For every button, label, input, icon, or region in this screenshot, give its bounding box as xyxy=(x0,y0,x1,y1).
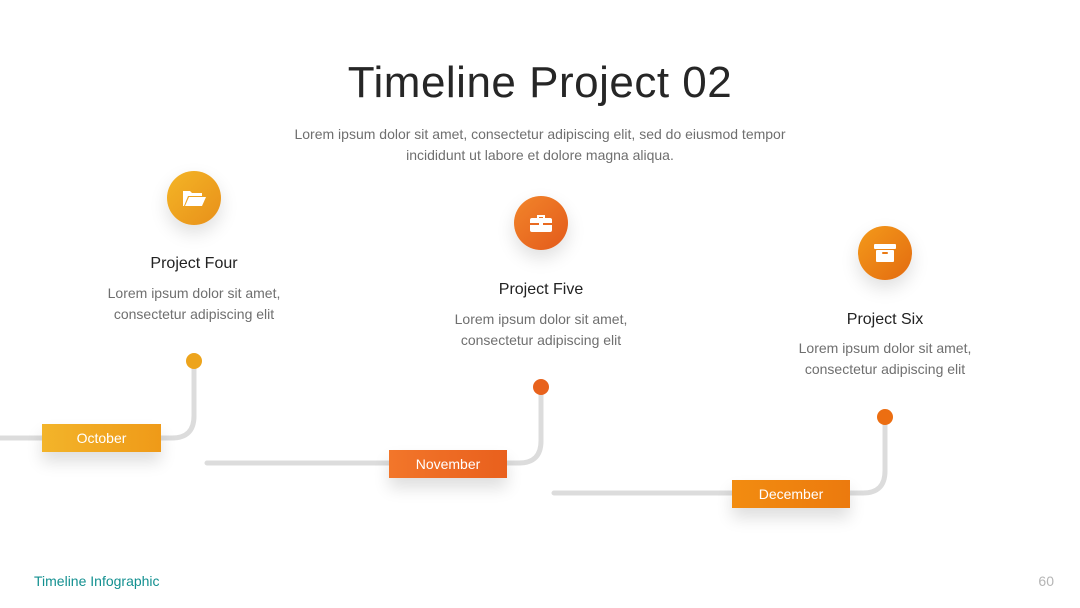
slide-title: Timeline Project 02 xyxy=(347,58,733,107)
footer-label: Timeline Infographic xyxy=(34,573,160,589)
project-five-title: Project Five xyxy=(498,281,584,298)
project-six-icon-circle xyxy=(858,226,912,280)
track-segment-december xyxy=(551,415,888,496)
project-four-description: Lorem ipsum dolor sit amet, consectetur … xyxy=(107,285,281,322)
project-six-description: Lorem ipsum dolor sit amet, consectetur … xyxy=(798,340,972,377)
month-label-october: October xyxy=(42,424,161,452)
project-six-title: Project Six xyxy=(846,311,924,328)
month-label-december: December xyxy=(732,480,850,508)
project-four-marker-dot xyxy=(186,353,202,369)
project-five-description: Lorem ipsum dolor sit amet, consectetur … xyxy=(454,311,628,348)
page-number: 60 xyxy=(1038,573,1054,589)
track-segment-october xyxy=(0,359,197,441)
project-six-marker-dot xyxy=(877,409,893,425)
slide-subtitle: Lorem ipsum dolor sit amet, consectetur … xyxy=(294,126,786,163)
folder-open-icon xyxy=(183,191,206,206)
archive-box-icon xyxy=(874,244,896,262)
project-four-icon-circle xyxy=(167,171,221,225)
track-segment-november xyxy=(204,385,544,466)
project-four-title: Project Four xyxy=(150,255,238,272)
briefcase-icon xyxy=(530,215,552,232)
month-label-november: November xyxy=(389,450,507,478)
project-five-marker-dot xyxy=(533,379,549,395)
project-five-icon-circle xyxy=(514,196,568,250)
